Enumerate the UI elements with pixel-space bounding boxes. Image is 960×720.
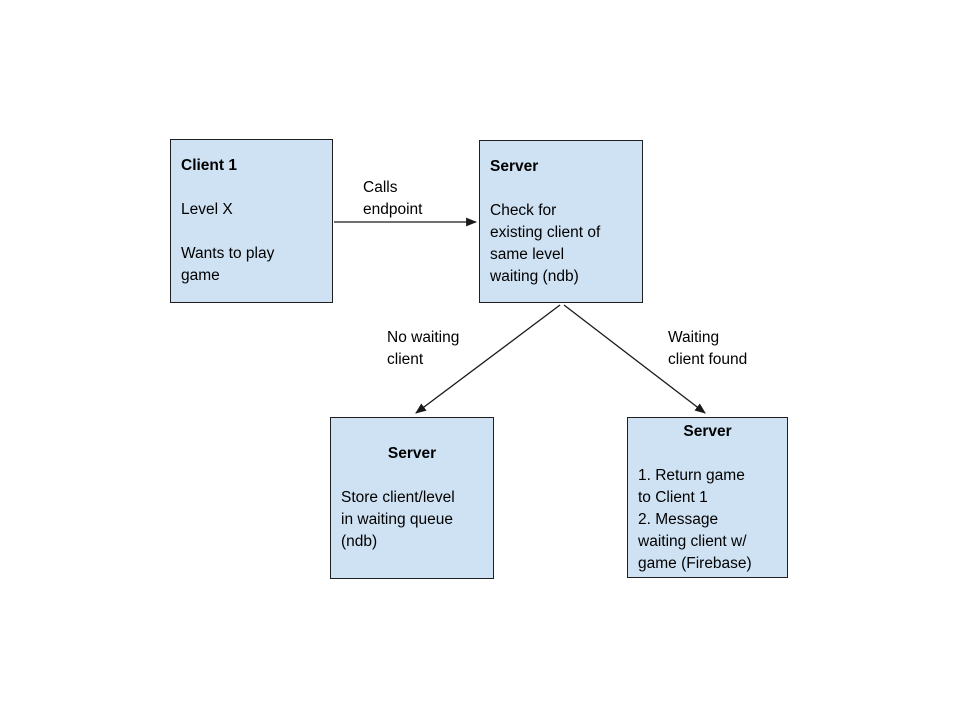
box-client-1-title: Client 1 [181, 157, 237, 174]
edge-label-calls-endpoint: Calls endpoint [363, 179, 423, 218]
box-client-1: Client 1 Level X Wants to play game [170, 139, 333, 303]
box-client-1-paragraph-1: Level X [181, 201, 233, 218]
box-server-check-paragraph: Check for existing client of same level … [490, 201, 601, 285]
box-server-store: Server Store client/level in waiting que… [330, 417, 494, 579]
box-server-store-paragraph: Store client/level in waiting queue (ndb… [341, 489, 455, 550]
box-server-return-title: Server [683, 422, 732, 440]
box-server-return-paragraph: 1. Return game to Client 1 2. Message wa… [638, 466, 752, 572]
box-client-1-paragraph-2: Wants to play game [181, 245, 275, 284]
box-server-store-title: Server [387, 445, 437, 462]
box-server-check: Server Check for existing client of same… [479, 140, 643, 303]
edge-label-waiting-client-found: Waiting client found [668, 329, 748, 368]
edge-label-no-waiting-client: No waiting client [387, 329, 460, 368]
box-server-check-title: Server [490, 157, 539, 175]
box-server-return: Server 1. Return game to Client 1 2. Mes… [627, 417, 788, 578]
